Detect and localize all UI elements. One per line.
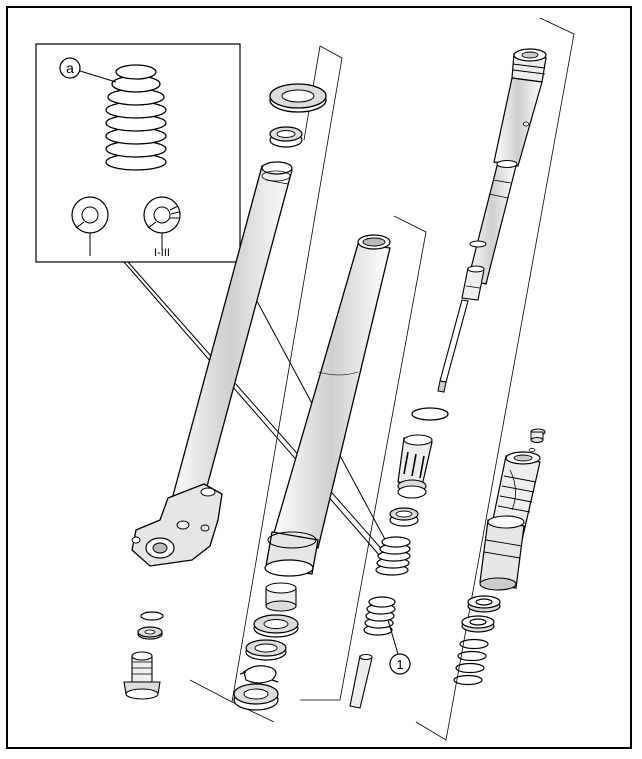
outer-tube-left [131,161,293,567]
ring-right-icon [143,196,181,250]
damper-cup [397,434,433,499]
base-valve [479,448,541,591]
washer-center [253,614,299,638]
ring-left-icon [71,196,109,250]
oil-seal-top [269,83,327,113]
slide-bushing [265,582,297,612]
damper-cartridge [437,48,547,393]
inner-tube [264,234,391,577]
drain-bolt [123,651,161,700]
spacer-rod [349,654,373,709]
screw-top [530,428,546,443]
ring-right-label: I-III [154,247,170,259]
copper-washer [137,626,163,640]
spring-lower [363,596,396,636]
washer-stack-right [461,595,501,633]
o-ring-stack-right [453,638,489,686]
spring-upper [375,536,411,576]
inset-spring [105,64,167,171]
dust-seal [233,683,279,711]
callout-1-label: 1 [396,657,403,672]
ring-left-label: I [88,247,91,259]
o-ring-mid [411,407,449,421]
callout-1: 1 [387,619,411,675]
inset-detail: a I I-III [35,43,241,263]
assembly-guides [189,17,575,741]
o-ring-small [140,611,164,621]
guide-bushing [389,507,419,527]
oil-seal-center [245,639,287,661]
callout-a-label: a [66,60,74,76]
bushing-top [269,126,303,148]
circlip [239,665,279,684]
callout-a: a [59,57,117,83]
